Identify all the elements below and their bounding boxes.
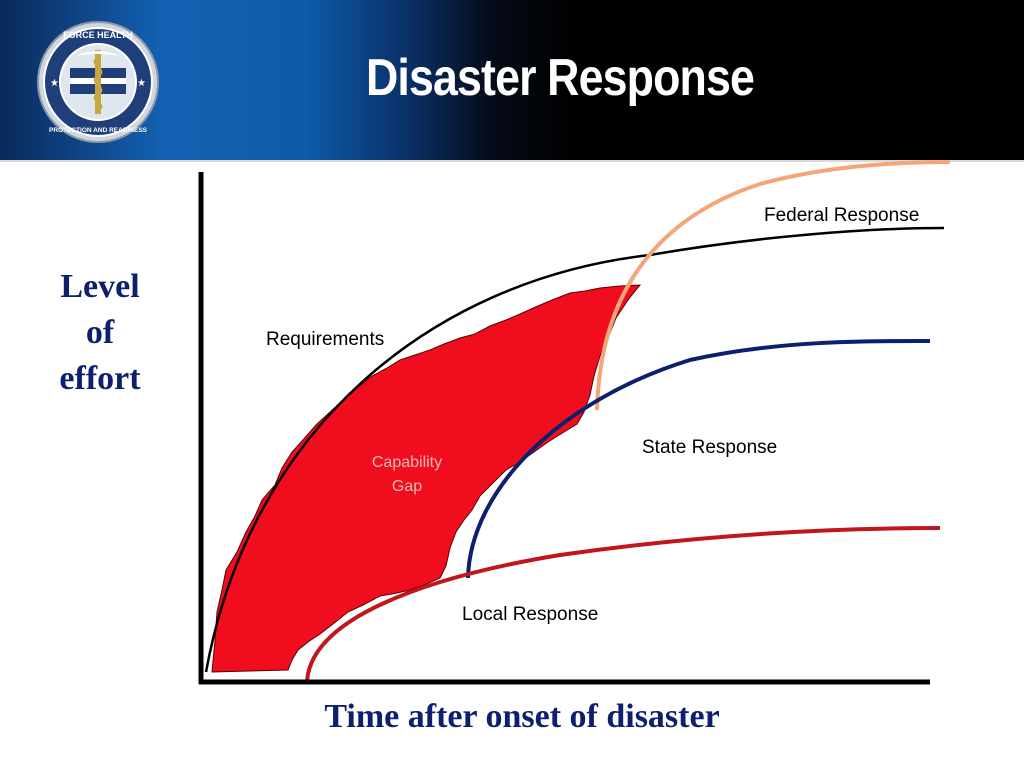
svg-text:FORCE HEALTH: FORCE HEALTH [63,30,133,40]
y-axis-label-line-1: Level [60,268,140,305]
federal-response-curve [595,160,951,411]
capability-gap-area [211,284,642,673]
svg-text:★: ★ [137,78,146,89]
svg-text:PROTECTION AND READINESS: PROTECTION AND READINESS [49,127,148,134]
requirements-curve [204,226,945,673]
slide-header: FORCE HEALTH PROTECTION AND READINESS ★ … [0,0,1024,162]
state-response-curve [466,338,931,579]
y-axis-label-line-3: effort [59,360,141,397]
svg-text:★: ★ [50,78,59,89]
capability-gap-label-line-1: Capability [371,454,443,471]
x-axis-label: Time after onset of disaster [324,698,720,735]
capability-gap-label-line-2: Gap [391,478,423,495]
capability-gap-label: Capability Gap [352,451,462,499]
federal-response-label: Federal Response [764,205,920,226]
state-response-label: State Response [642,437,778,458]
requirements-label: Requirements [266,329,385,350]
local-response-label: Local Response [462,604,599,625]
local-response-curve [305,526,941,683]
force-health-seal-icon: FORCE HEALTH PROTECTION AND READINESS ★ … [37,21,159,143]
slide-title: Disaster Response [366,49,755,107]
y-axis-label-line-2: of [85,314,115,351]
